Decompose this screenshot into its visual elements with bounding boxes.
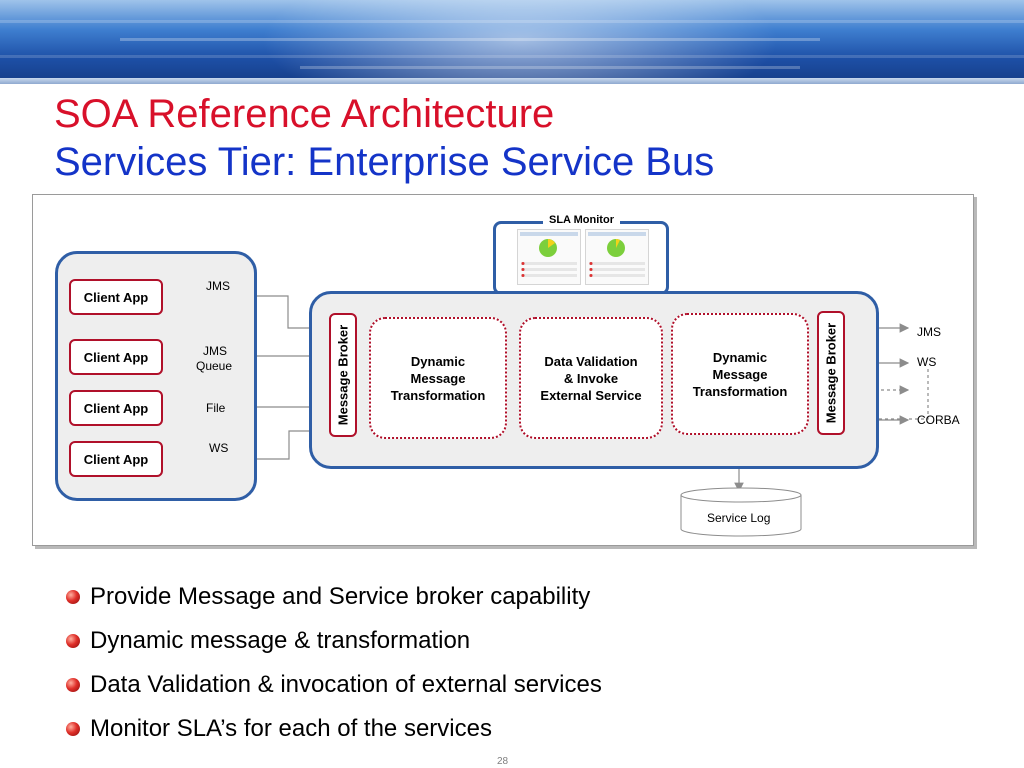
- bullet-text: Data Validation & invocation of external…: [90, 671, 602, 698]
- process-1-line: Message: [410, 370, 466, 386]
- bullet-dot-icon: [66, 590, 80, 604]
- client-app-box: Client App: [69, 279, 163, 315]
- bullet-text: Provide Message and Service broker capab…: [90, 583, 591, 610]
- bullet-list: Provide Message and Service broker capab…: [66, 578, 602, 754]
- banner-glow: [260, 0, 780, 84]
- bullet-item: Provide Message and Service broker capab…: [66, 578, 602, 622]
- banner-streak: [120, 38, 820, 41]
- banner-streak: [0, 55, 1024, 58]
- process-3-line: Dynamic: [712, 349, 768, 365]
- sla-dashboard-thumbnail: [585, 229, 649, 285]
- label-ws-input: WS: [209, 441, 229, 455]
- label-output-jms: JMS: [917, 325, 941, 339]
- connector-corba-dashed: [845, 369, 929, 420]
- esb-diagram: Client App Client App Client App Client …: [32, 194, 974, 546]
- banner-streak: [300, 66, 800, 69]
- banner-streak: [0, 20, 1024, 23]
- page-title: SOA Reference Architecture: [54, 92, 555, 136]
- header-banner: [0, 0, 1024, 84]
- process-dynamic-transformation-1: Dynamic Message Transformation: [369, 317, 507, 439]
- bullet-item: Monitor SLA’s for each of the services: [66, 710, 602, 754]
- client-app-box: Client App: [69, 390, 163, 426]
- process-3-line: Message: [712, 366, 768, 382]
- sla-thumbnail-graphic: [588, 232, 646, 277]
- bullet-item: Dynamic message & transformation: [66, 622, 602, 666]
- banner-bottom-line: [0, 78, 1024, 84]
- process-1-line: Transformation: [390, 387, 486, 403]
- process-2-line: Data Validation: [544, 353, 638, 369]
- label-jms-queue-bottom: Queue: [196, 359, 233, 373]
- bullet-dot-icon: [66, 678, 80, 692]
- bullet-dot-icon: [66, 722, 80, 736]
- bullet-item: Data Validation & invocation of external…: [66, 666, 602, 710]
- label-jms-input: JMS: [206, 279, 230, 293]
- process-1-line: Dynamic: [410, 353, 466, 369]
- label-file: File: [206, 401, 226, 415]
- page-number: 28: [497, 756, 509, 767]
- message-broker-left: Message Broker: [329, 313, 357, 437]
- service-log-cylinder: [680, 487, 802, 537]
- process-2-line: External Service: [540, 387, 642, 403]
- bullet-dot-icon: [66, 634, 80, 648]
- client-app-box: Client App: [69, 339, 163, 375]
- bullet-text: Monitor SLA’s for each of the services: [90, 715, 492, 742]
- client-app-box: Client App: [69, 441, 163, 477]
- page-subtitle: Services Tier: Enterprise Service Bus: [54, 140, 715, 184]
- process-data-validation: Data Validation & Invoke External Servic…: [519, 317, 663, 439]
- sla-dashboard-thumbnail: [517, 229, 581, 285]
- label-jms-queue-top: JMS: [203, 344, 227, 358]
- message-broker-left-label: Message Broker: [335, 324, 351, 426]
- process-2-line: & Invoke: [563, 370, 619, 386]
- message-broker-right: Message Broker: [817, 311, 845, 435]
- message-broker-right-label: Message Broker: [823, 322, 839, 424]
- label-output-corba: CORBA: [917, 413, 960, 427]
- label-output-ws: WS: [917, 355, 937, 369]
- process-dynamic-transformation-2: Dynamic Message Transformation: [671, 313, 809, 435]
- sla-thumbnail-graphic: [520, 232, 578, 277]
- sla-monitor-title: SLA Monitor: [543, 214, 620, 226]
- bullet-text: Dynamic message & transformation: [90, 627, 471, 654]
- service-log-label: Service Log: [707, 511, 771, 525]
- process-3-line: Transformation: [692, 383, 788, 399]
